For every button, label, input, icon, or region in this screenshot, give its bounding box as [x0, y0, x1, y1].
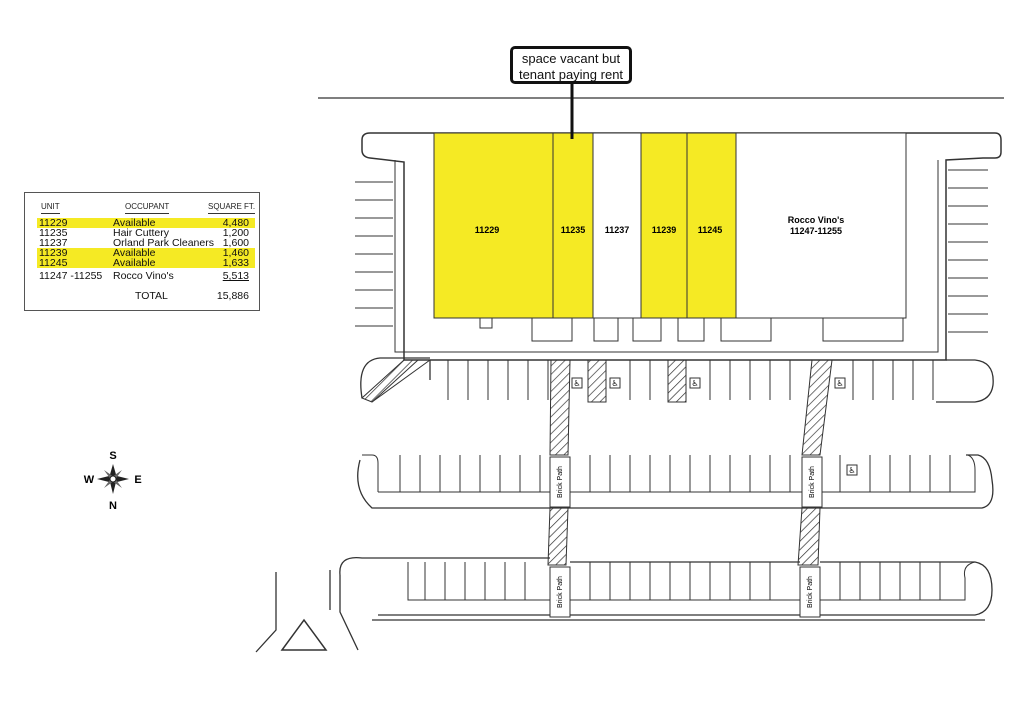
table-row: 11239 Available 1,460 — [37, 248, 255, 258]
compass-n: N — [109, 500, 117, 512]
unit-11245 — [686, 132, 737, 319]
row-sqft: 1,633 — [222, 257, 249, 269]
brick-path-left-upper — [549, 359, 571, 456]
row-occupant: Available — [113, 217, 156, 229]
hatched-stall-2 — [667, 359, 687, 403]
brick-path-right-middle — [797, 507, 821, 566]
front-row-stripes — [447, 360, 934, 400]
svg-text:♿: ♿ — [848, 466, 855, 475]
compass-s: S — [109, 450, 116, 462]
unit-table: UNIT OCCUPANT SQUARE FT. 11229 Available… — [24, 192, 260, 311]
row-occupant: Hair Cuttery — [113, 227, 170, 239]
table-header-unit: UNIT — [41, 202, 60, 214]
compass-rose-icon — [97, 464, 129, 494]
hatched-island-left — [361, 359, 420, 403]
brick-path-node-4 — [799, 566, 821, 618]
svg-text:♿: ♿ — [691, 379, 698, 388]
table-header-occupant: OCCUPANT — [125, 202, 170, 214]
left-parking-stripes — [355, 181, 393, 327]
unit-11237 — [592, 132, 642, 319]
table-row: 11235 Hair Cuttery 1,200 — [37, 227, 255, 239]
brick-path-label-1: Brick Path — [557, 466, 564, 498]
total-label: TOTAL — [135, 290, 168, 302]
table-row: 11247 -11255 Rocco Vino's 5,513 — [37, 270, 255, 282]
brick-path-node-2 — [801, 456, 823, 508]
row-unit: 11237 — [39, 237, 68, 249]
row-occupant: Orland Park Cleaners — [113, 237, 214, 249]
entrance-triangle — [280, 618, 328, 651]
unit-label-rocco-name: Rocco Vino's — [788, 215, 845, 225]
accessible-parking-icons: ♿ ♿ ♿ ♿ ♿ — [571, 377, 858, 476]
row-unit: 11239 — [39, 247, 68, 259]
row-sqft: 1,600 — [222, 237, 249, 249]
unit-rocco-vinos — [735, 132, 907, 319]
row-sqft: 1,200 — [222, 227, 249, 239]
table-header-sqft: SQUARE FT. — [208, 202, 256, 214]
row-sqft: 1,460 — [222, 247, 249, 259]
lower-row-stripes — [424, 562, 941, 600]
table-row: 11237 Orland Park Cleaners 1,600 — [37, 237, 255, 249]
unit-label-11245: 11245 — [698, 225, 723, 235]
hatched-stall-1 — [587, 359, 607, 403]
callout-line-1: space vacant but — [521, 51, 621, 66]
right-parking-stripes — [948, 169, 988, 333]
row-unit: 11235 — [39, 227, 68, 239]
unit-label-11239: 11239 — [652, 225, 677, 235]
brick-path-node-1 — [549, 456, 571, 508]
total-value: 15,886 — [216, 290, 249, 302]
brick-path-label-4: Brick Path — [807, 576, 814, 608]
row-occupant: Available — [113, 247, 156, 259]
unit-11239 — [640, 132, 688, 319]
entrance-road — [255, 572, 277, 653]
unit-label-11235: 11235 — [561, 225, 586, 235]
svg-text:♿: ♿ — [836, 379, 843, 388]
svg-text:♿: ♿ — [573, 379, 580, 388]
building-inner-wall — [394, 160, 939, 353]
brick-path-left-middle — [547, 507, 569, 566]
building-shell — [361, 132, 1002, 361]
row-unit: 11245 — [39, 257, 68, 269]
compass-w: W — [84, 474, 95, 486]
unit-label-11237: 11237 — [605, 225, 630, 235]
callout-line-2: tenant paying rent — [518, 67, 624, 82]
brick-path-node-3 — [549, 566, 571, 618]
table-total-row: TOTAL 15,886 — [37, 290, 255, 302]
brick-path-label-3: Brick Path — [557, 576, 564, 608]
unit-11229 — [433, 132, 554, 319]
row-sqft: 5,513 — [222, 270, 249, 282]
svg-text:♿: ♿ — [611, 379, 618, 388]
compass-e: E — [134, 474, 141, 486]
vacancy-callout: space vacant but tenant paying rent — [510, 46, 632, 84]
row-unit: 11247 -11255 — [39, 270, 103, 282]
table-row: 11229 Available 4,480 — [37, 218, 255, 228]
row-occupant: Rocco Vino's — [113, 270, 174, 282]
row-occupant: Available — [113, 257, 156, 269]
unit-label-11229: 11229 — [475, 225, 500, 235]
middle-row-stripes — [399, 455, 951, 492]
rear-boxes — [479, 317, 904, 342]
row-sqft: 4,480 — [222, 217, 249, 229]
unit-label-rocco-range: 11247-11255 — [790, 226, 842, 236]
row-unit: 11229 — [39, 217, 68, 229]
brick-path-label-2: Brick Path — [809, 466, 816, 498]
table-row: 11245 Available 1,633 — [37, 258, 255, 268]
brick-path-right-upper — [801, 359, 833, 456]
